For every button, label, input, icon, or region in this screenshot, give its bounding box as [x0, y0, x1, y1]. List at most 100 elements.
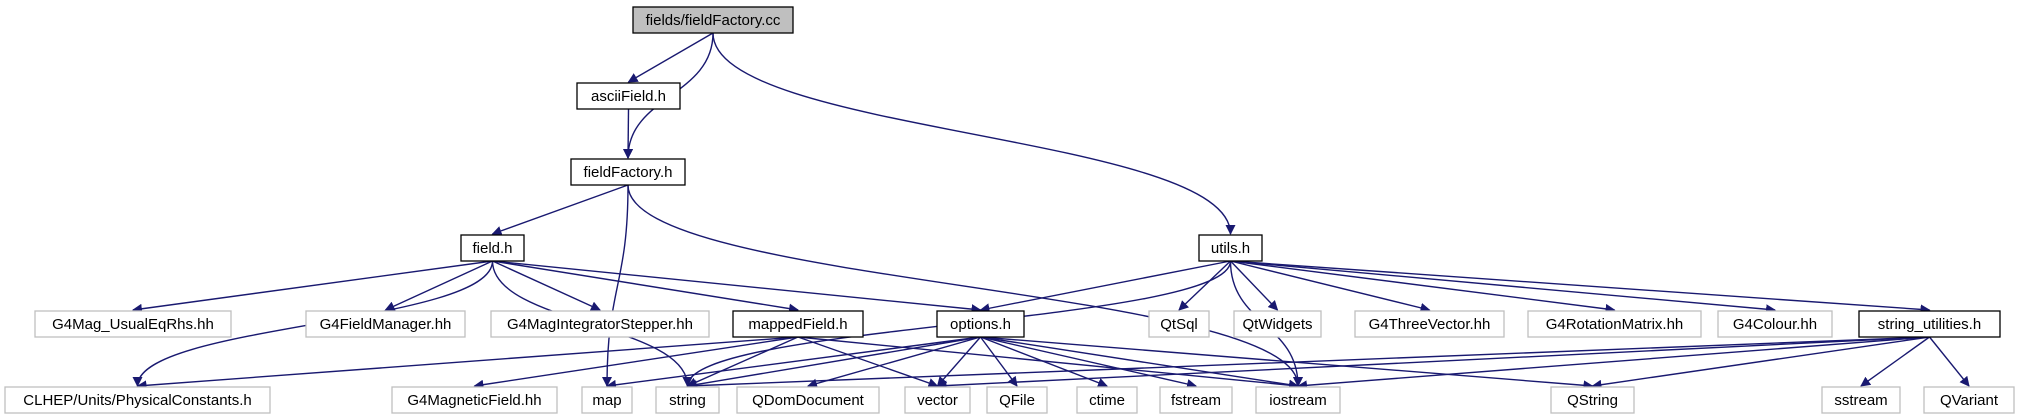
node-fstream: fstream	[1159, 386, 1233, 414]
edge-mappedField-to-CLHEP	[136, 336, 799, 391]
edge-options-to-map	[606, 336, 981, 390]
nodes-layer: fields/fieldFactory.cc asciiField.h fieldF…	[4, 6, 2015, 414]
node-label-string: string	[669, 392, 706, 409]
node-label-mappedField: mappedField.h	[748, 316, 847, 333]
node-box-asciiField	[576, 82, 681, 110]
node-box-G4Mag_UsualEqRhs	[34, 310, 232, 338]
edge-string_utilities-to-iostream	[1297, 336, 1930, 391]
edge-utils-to-QtWidgets	[1229, 260, 1279, 311]
node-ctime: ctime	[1076, 386, 1138, 414]
node-box-field	[460, 234, 525, 262]
edge-field-to-mappedField	[492, 260, 799, 314]
node-sstream: sstream	[1821, 386, 1901, 414]
edge-utils-to-G4RotationMatrix	[1230, 260, 1616, 314]
edge-field-to-G4FieldManager	[384, 260, 493, 311]
edge-asciiField-to-fieldFactory	[623, 108, 634, 159]
node-label-string_utilities: string_utilities.h	[1878, 316, 1981, 333]
edge-options-to-iostream	[980, 336, 1299, 390]
node-box-QFile	[986, 386, 1048, 414]
node-asciiField[interactable]: asciiField.h	[576, 82, 681, 110]
edge-string_utilities-to-string	[686, 336, 1930, 391]
node-G4ThreeVector: G4ThreeVector.hh	[1354, 310, 1505, 338]
node-box-G4ThreeVector	[1354, 310, 1505, 338]
node-label-CLHEP: CLHEP/Units/PhysicalConstants.h	[23, 392, 251, 409]
node-root[interactable]: fields/fieldFactory.cc	[632, 6, 794, 34]
node-label-ctime: ctime	[1089, 392, 1125, 409]
edge-utils-to-QtSql	[1178, 260, 1231, 311]
edge-field-to-G4Mag_UsualEqRhs	[132, 260, 493, 314]
node-options[interactable]: options.h	[936, 310, 1025, 338]
node-QString: QString	[1550, 386, 1635, 414]
node-label-G4FieldManager: G4FieldManager.hh	[320, 316, 452, 333]
edge-utils-to-G4ThreeVector	[1230, 260, 1431, 313]
edge-options-to-QDomDocument	[807, 336, 981, 389]
node-label-utils: utils.h	[1211, 240, 1250, 257]
node-box-fstream	[1159, 386, 1233, 414]
edge-utils-to-G4Colour	[1230, 260, 1776, 315]
node-label-QtSql: QtSql	[1160, 316, 1198, 333]
node-QFile: QFile	[986, 386, 1048, 414]
edge-options-to-QString	[980, 336, 1594, 391]
node-mappedField[interactable]: mappedField.h	[732, 310, 864, 338]
node-label-QtWidgets: QtWidgets	[1242, 316, 1312, 333]
node-label-G4Mag_UsualEqRhs: G4Mag_UsualEqRhs.hh	[52, 316, 214, 333]
node-label-map: map	[592, 392, 621, 409]
node-box-vector	[904, 386, 971, 414]
edge-string_utilities-to-QVariant	[1928, 336, 1970, 387]
node-string_utilities[interactable]: string_utilities.h	[1858, 310, 2001, 338]
edge-options-to-vector	[936, 336, 982, 387]
edge-options-to-string	[686, 336, 981, 390]
node-box-QDomDocument	[736, 386, 880, 414]
node-box-iostream	[1255, 386, 1341, 414]
edge-root-to-asciiField	[627, 32, 714, 83]
node-utils[interactable]: utils.h	[1198, 234, 1263, 262]
node-label-options: options.h	[950, 316, 1011, 333]
node-field[interactable]: field.h	[460, 234, 525, 262]
node-label-root: fields/fieldFactory.cc	[646, 12, 781, 29]
node-box-ctime	[1076, 386, 1138, 414]
node-box-map	[581, 386, 633, 414]
node-box-QtSql	[1148, 310, 1210, 338]
edge-utils-to-string_utilities	[1230, 260, 1931, 315]
node-box-G4MagIntegratorStepper	[490, 310, 710, 338]
edge-string_utilities-to-QString	[1591, 336, 1930, 390]
node-map: map	[581, 386, 633, 414]
edge-mappedField-to-vector	[797, 336, 939, 388]
node-G4Mag_UsualEqRhs: G4Mag_UsualEqRhs.hh	[34, 310, 232, 338]
node-box-sstream	[1821, 386, 1901, 414]
node-box-QtWidgets	[1233, 310, 1322, 338]
node-QtWidgets: QtWidgets	[1233, 310, 1322, 338]
node-label-asciiField: asciiField.h	[591, 88, 666, 105]
node-box-options	[936, 310, 1025, 338]
node-fieldFactory[interactable]: fieldFactory.h	[570, 158, 686, 186]
node-box-mappedField	[732, 310, 864, 338]
edge-fieldFactory-to-iostream	[627, 184, 1303, 387]
node-box-string	[655, 386, 720, 414]
node-box-G4RotationMatrix	[1527, 310, 1702, 338]
node-label-vector: vector	[917, 392, 958, 409]
node-label-G4RotationMatrix: G4RotationMatrix.hh	[1546, 316, 1684, 333]
node-label-QFile: QFile	[999, 392, 1035, 409]
node-G4FieldManager: G4FieldManager.hh	[305, 310, 466, 338]
node-label-G4MagIntegratorStepper: G4MagIntegratorStepper.hh	[507, 316, 693, 333]
node-iostream: iostream	[1255, 386, 1341, 414]
node-label-G4MagneticField: G4MagneticField.hh	[407, 392, 541, 409]
node-G4Colour: G4Colour.hh	[1717, 310, 1833, 338]
node-box-fieldFactory	[570, 158, 686, 186]
node-QtSql: QtSql	[1148, 310, 1210, 338]
edge-field-to-options	[492, 260, 982, 315]
node-box-G4FieldManager	[305, 310, 466, 338]
node-string: string	[655, 386, 720, 414]
edge-root-to-utils	[712, 32, 1236, 235]
node-G4MagneticField: G4MagneticField.hh	[391, 386, 558, 414]
node-G4MagIntegratorStepper: G4MagIntegratorStepper.hh	[490, 310, 710, 338]
edge-fieldFactory-to-field	[491, 184, 629, 236]
node-vector: vector	[904, 386, 971, 414]
edge-mappedField-to-G4MagneticField	[473, 336, 799, 390]
edge-options-to-fstream	[980, 336, 1197, 389]
edge-utils-to-options	[979, 260, 1231, 314]
node-box-G4Colour	[1717, 310, 1833, 338]
node-label-G4ThreeVector: G4ThreeVector.hh	[1369, 316, 1491, 333]
node-label-G4Colour: G4Colour.hh	[1733, 316, 1817, 333]
node-label-iostream: iostream	[1269, 392, 1327, 409]
